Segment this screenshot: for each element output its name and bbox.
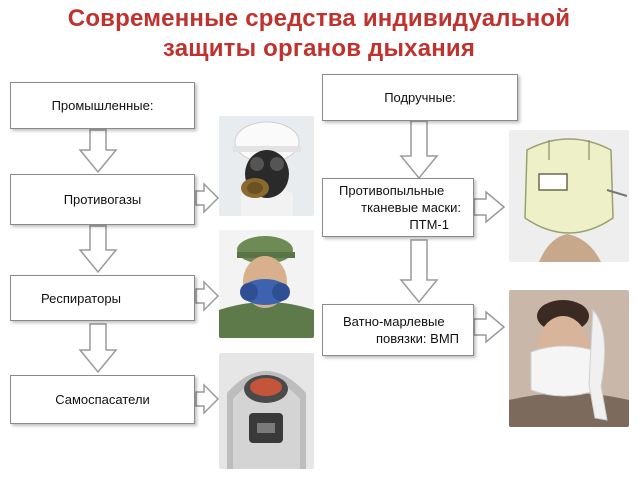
arrow-right-5	[473, 310, 506, 344]
box-improvised: Подручные:	[322, 74, 518, 121]
box-gauze-bandages: Ватно-марлевые повязки: ВМП	[322, 304, 474, 356]
arrow-down-5	[399, 239, 439, 304]
title-line-1: Современные средства индивидуальной	[67, 5, 571, 32]
arrow-down-3	[78, 323, 118, 374]
box-gauze-bandages-line1: Ватно-марлевые	[343, 314, 445, 329]
box-industrial-label: Промышленные:	[51, 98, 154, 113]
respirator-photo	[219, 230, 314, 338]
box-gas-masks: Противогазы	[10, 174, 195, 225]
arrow-down-1	[78, 129, 118, 174]
box-dust-masks: Противопыльные тканевые маски: ПТМ-1	[322, 178, 474, 237]
arrow-right-4	[473, 190, 506, 224]
arrow-right-1	[195, 182, 220, 214]
dust-mask-photo	[509, 130, 629, 262]
arrow-down-2	[78, 225, 118, 274]
arrow-down-4	[399, 120, 439, 180]
gauze-bandage-photo	[509, 290, 629, 427]
box-respirators-label: Респираторы	[41, 290, 121, 306]
box-dust-masks-line1: Противопыльные	[339, 183, 445, 198]
self-rescuer-photo	[219, 353, 314, 469]
box-dust-masks-line2: тканевые маски:	[361, 200, 461, 215]
box-self-rescuers-label: Самоспасатели	[55, 392, 150, 407]
box-dust-masks-line3: ПТМ-1	[409, 217, 449, 232]
box-gas-masks-label: Противогазы	[63, 192, 142, 207]
arrow-right-3	[195, 383, 220, 415]
box-industrial: Промышленные:	[10, 82, 195, 129]
arrow-right-2	[195, 280, 220, 312]
box-improvised-label: Подручные:	[384, 90, 456, 105]
box-self-rescuers: Самоспасатели	[10, 375, 195, 424]
slide-title: Современные средства индивидуальной защи…	[0, 4, 638, 64]
box-respirators: Респираторы	[10, 275, 195, 321]
gas-mask-photo	[219, 116, 314, 216]
title-line-2: защиты органов дыхания	[162, 35, 476, 62]
box-gauze-bandages-line2: повязки: ВМП	[375, 331, 459, 346]
